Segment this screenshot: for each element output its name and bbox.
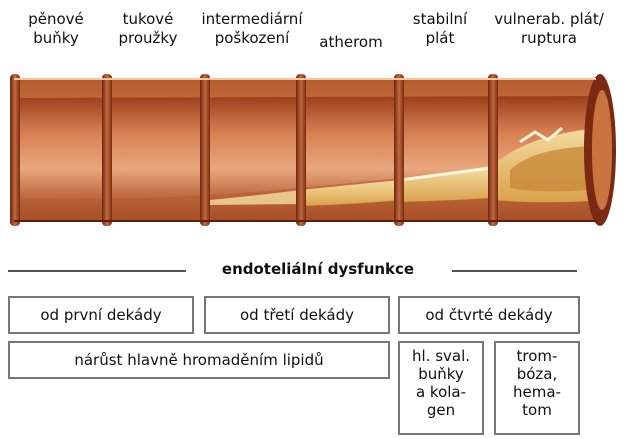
smooth-muscle-line: a kola- <box>400 383 482 401</box>
segment-ring <box>200 74 210 226</box>
thrombosis-line: hema- <box>496 383 578 401</box>
segment-ring <box>102 74 112 226</box>
decade-third-label: od třetí dekády <box>206 306 388 324</box>
thrombosis-box: trom- bóza, hema- tom <box>494 341 580 435</box>
artery-cut-end-inner <box>592 90 612 210</box>
decade-first-box: od první dekády <box>8 296 194 334</box>
dysfunction-label: endoteliální dysfunkce <box>193 259 443 279</box>
decade-third-box: od třetí dekády <box>204 296 390 334</box>
thrombosis-line: trom- <box>496 347 578 365</box>
dysfunction-line-left <box>8 270 186 272</box>
decade-fourth-box: od čtvrté dekády <box>398 296 580 334</box>
dysfunction-line-right <box>452 270 577 272</box>
decade-first-label: od první dekády <box>10 306 192 324</box>
thrombosis-line: tom <box>496 401 578 419</box>
smooth-muscle-box: hl. sval. buňky a kola- gen <box>398 341 484 435</box>
lipid-growth-label: nárůst hlavně hromaděním lipidů <box>10 351 388 369</box>
segment-ring <box>394 74 404 226</box>
decade-fourth-label: od čtvrté dekády <box>400 306 578 324</box>
segment-ring <box>296 74 306 226</box>
lipid-growth-box: nárůst hlavně hromaděním lipidů <box>8 341 390 379</box>
thrombosis-line: bóza, <box>496 365 578 383</box>
smooth-muscle-line: gen <box>400 401 482 419</box>
segment-ring <box>488 74 498 226</box>
segment-ring <box>10 74 20 226</box>
artery-illustration <box>0 0 624 250</box>
smooth-muscle-line: hl. sval. <box>400 347 482 365</box>
smooth-muscle-line: buňky <box>400 365 482 383</box>
